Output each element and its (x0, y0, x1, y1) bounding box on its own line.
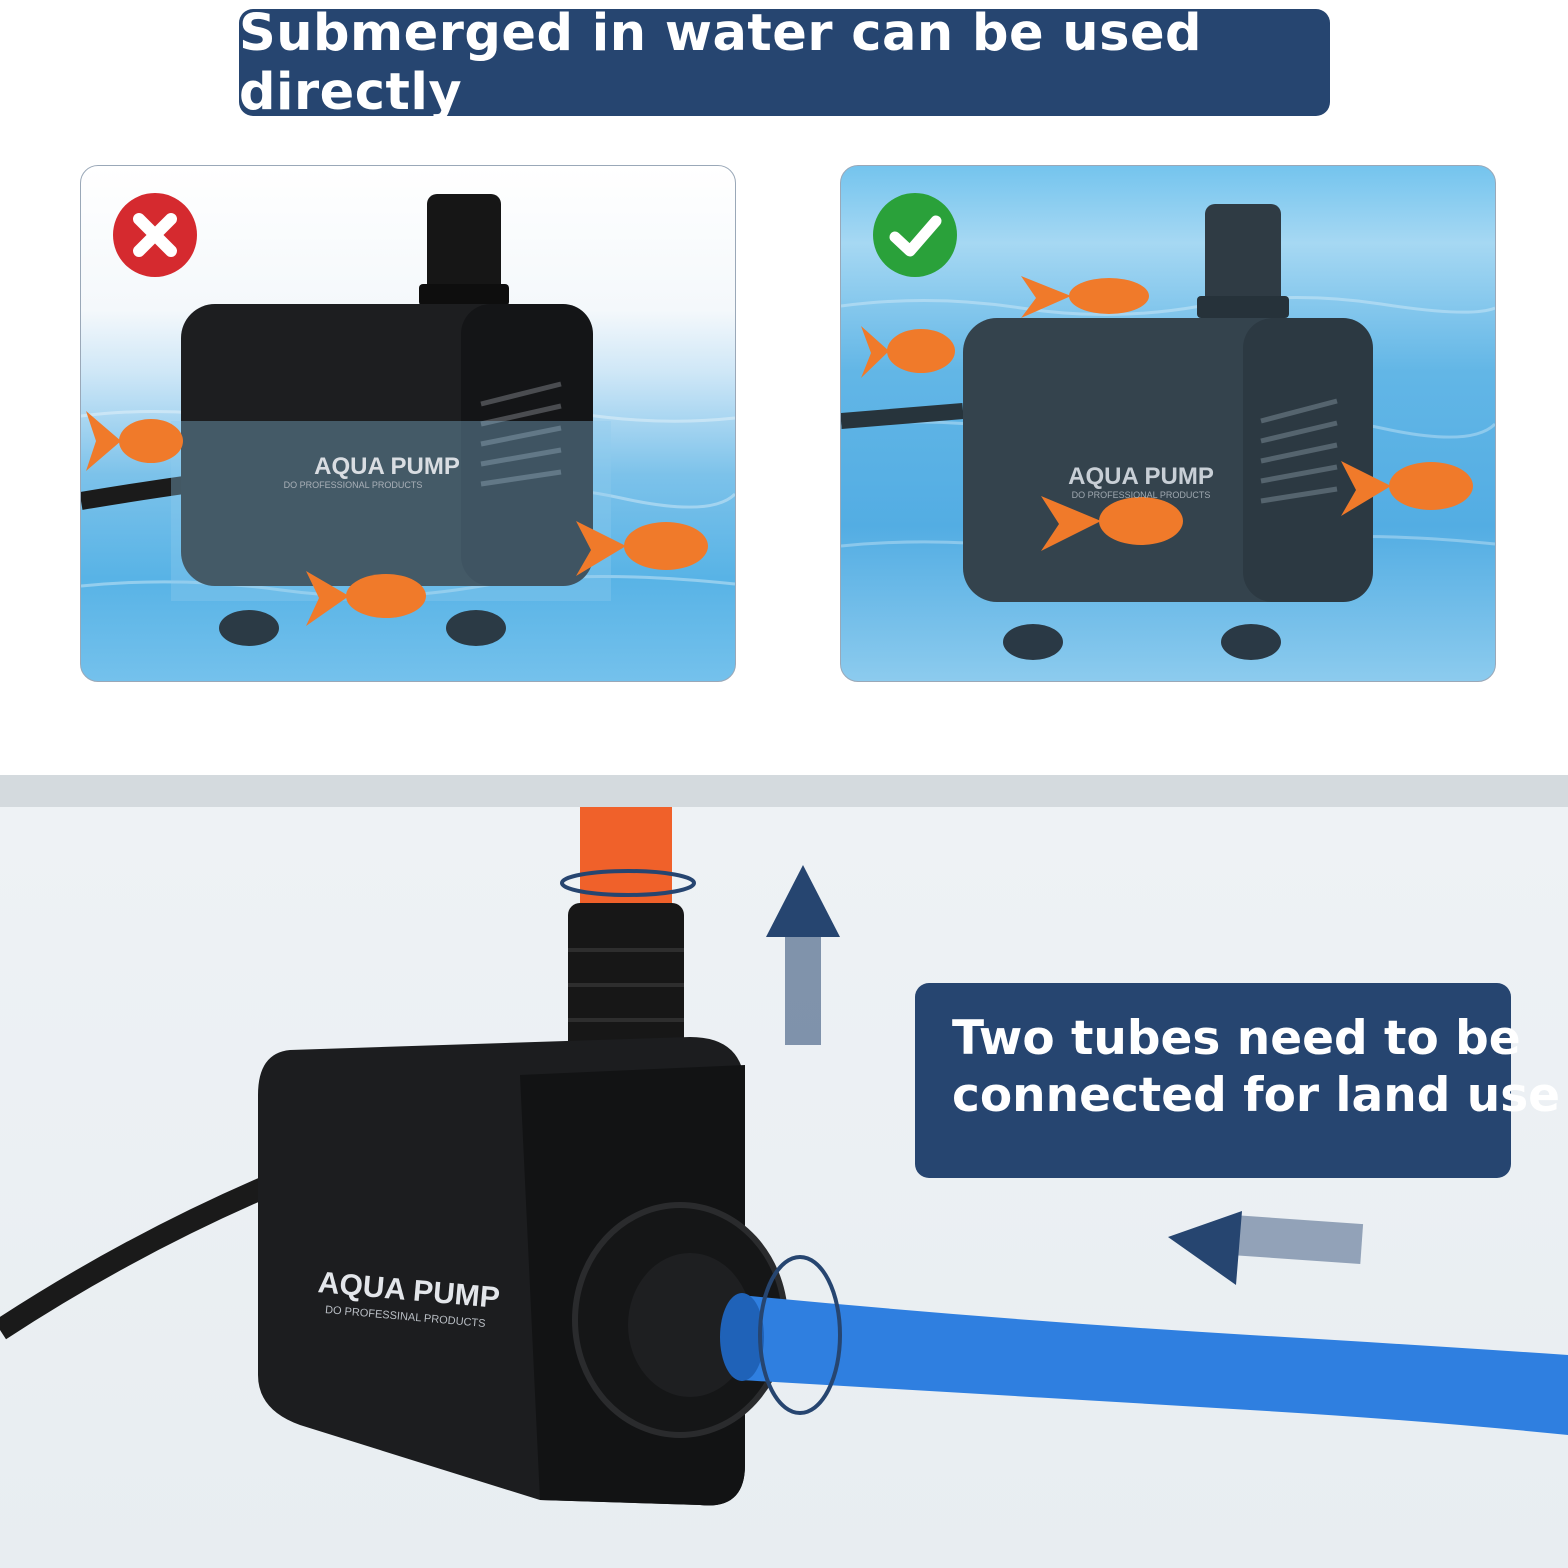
correct-status-badge (873, 193, 957, 277)
half-submerged-pump-illustration: AQUA PUMP DO PROFESSIONAL PRODUCTS (81, 194, 735, 646)
close-x-icon (133, 213, 177, 257)
arrow-up-icon (766, 865, 840, 937)
pump-brand-label: AQUA PUMP (1068, 463, 1214, 490)
submerged-pump-illustration: AQUA PUMP DO PROFESSIONAL PRODUCTS (841, 204, 1495, 660)
land-use-callout: Two tubes need to be connected for land … (915, 983, 1561, 1178)
wrong-usage-panel: AQUA PUMP DO PROFESSIONAL PRODUCTS (80, 165, 736, 682)
outlet-nozzle (427, 194, 501, 306)
callout-line-2: connected for land use (952, 1068, 1561, 1123)
correct-usage-panel: AQUA PUMP DO PROFESSIONAL PRODUCTS (840, 165, 1496, 682)
headline-banner: Submerged in water can be used directly (239, 4, 1330, 122)
wrong-status-badge (113, 193, 197, 277)
rotate-arrow-icon (560, 869, 696, 897)
inlet-tube (740, 1295, 1568, 1435)
pump-sub-label: DO PROFESSIONAL PRODUCTS (1072, 490, 1211, 500)
pump-sub-label: DO PROFESSIONAL PRODUCTS (284, 480, 423, 490)
outlet-tube (580, 807, 672, 915)
rotate-arrow-icon (758, 1255, 842, 1415)
headline-text: Submerged in water can be used directly (239, 3, 1203, 122)
arrow-left-icon (1168, 1211, 1242, 1285)
checkmark-icon (889, 215, 942, 257)
pump-brand-label: AQUA PUMP (314, 453, 460, 480)
power-cable (0, 1174, 275, 1340)
callout-line-1: Two tubes need to be (952, 1011, 1521, 1066)
land-use-pump-illustration: AQUA PUMP DO PROFESSINAL PRODUCTS (0, 807, 1568, 1506)
